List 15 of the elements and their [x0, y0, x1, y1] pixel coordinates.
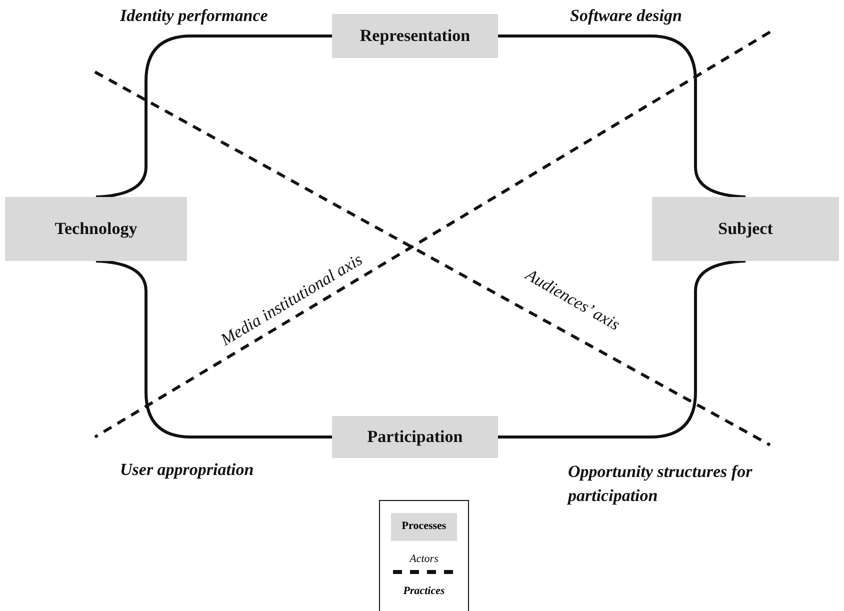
bracket-connector — [96, 260, 332, 438]
bracket-connector — [96, 34, 332, 198]
practice-label: Identity performance — [120, 6, 268, 26]
practice-label: Software design — [570, 6, 682, 26]
legend-text: Actors — [408, 553, 440, 565]
legend-text: Processes — [400, 520, 448, 532]
legend-text: Practices — [402, 585, 446, 597]
practice-label: User appropriation — [120, 460, 254, 480]
process-box: Technology — [5, 197, 187, 261]
bracket-connector — [498, 34, 746, 198]
process-box: Subject — [652, 197, 839, 261]
practice-label: Opportunity structures for participation — [568, 461, 754, 507]
process-box: Participation — [332, 416, 498, 458]
process-box: Representation — [332, 14, 498, 58]
bracket-connector — [498, 260, 746, 438]
